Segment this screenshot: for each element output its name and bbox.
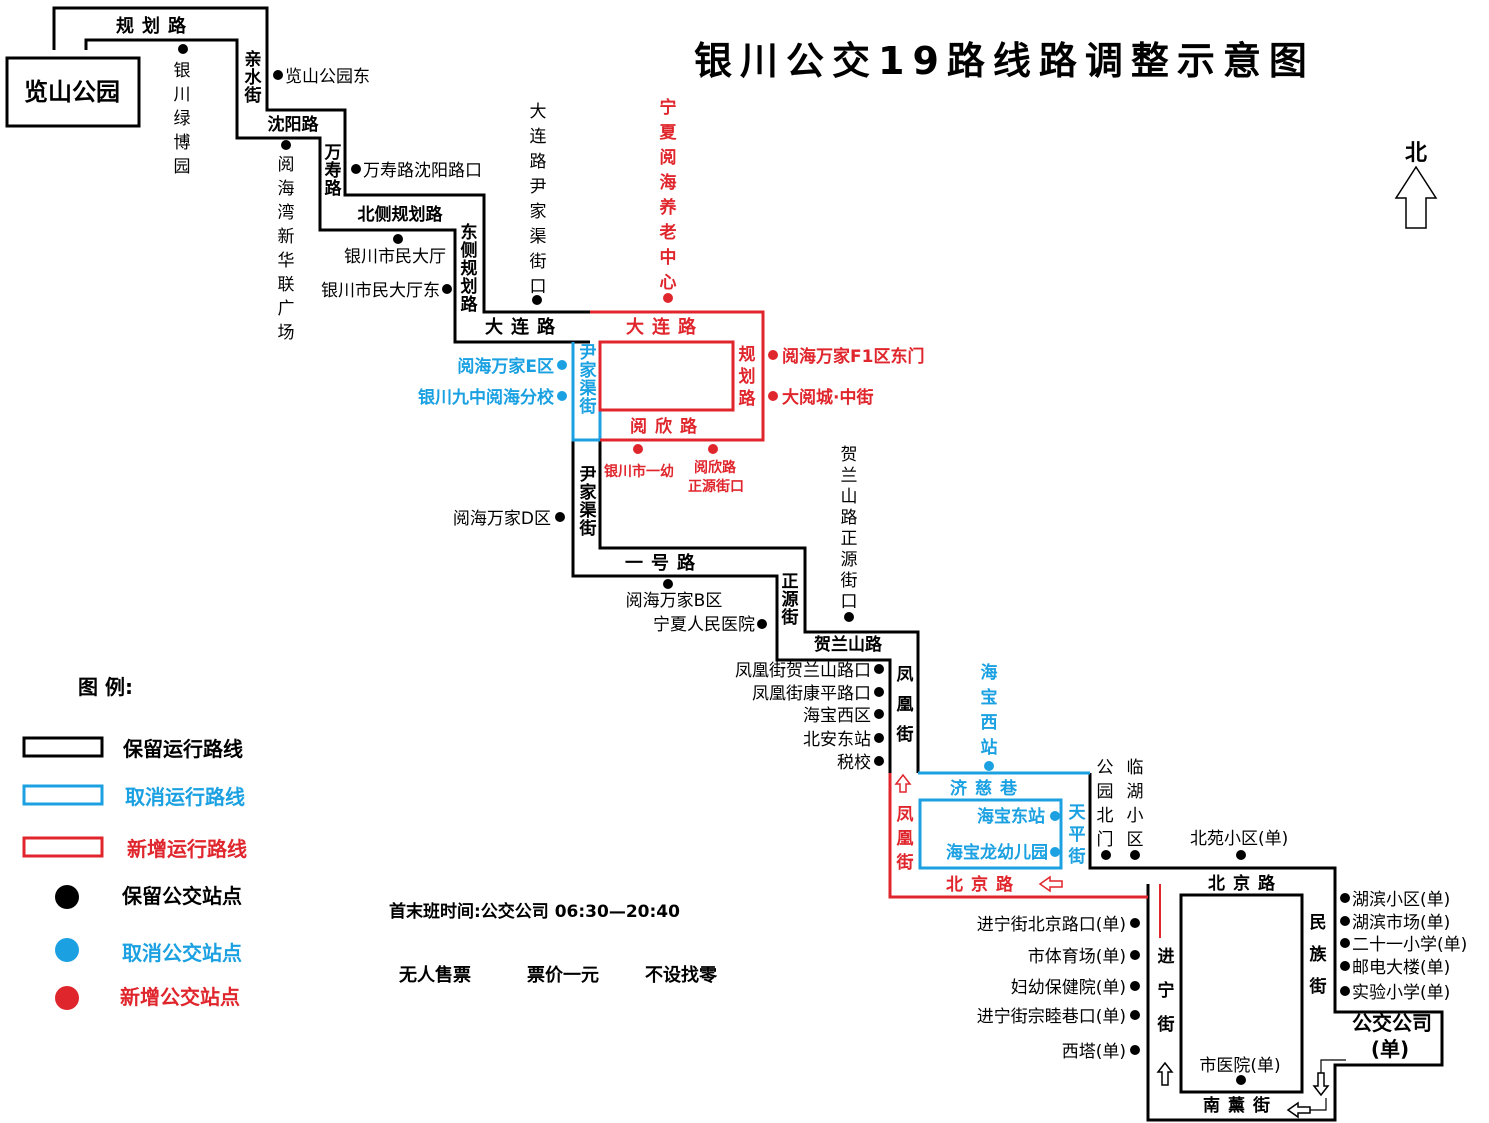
north-arrow-icon [1394, 165, 1438, 229]
street-tianping: 天平街 [1068, 803, 1087, 867]
street-guihua: 规划路 [116, 15, 194, 37]
arrow-up-black-icon [1156, 1061, 1174, 1086]
stop-haibao-west-station: 海宝西站 [981, 662, 998, 758]
direction-arrows [894, 773, 1346, 1119]
street-jici: 济慈巷 [950, 778, 1025, 799]
stop-haibao-west-district: 海宝西区 [803, 706, 871, 726]
stop-beiyuan-community: 北苑小区(单) [1190, 829, 1288, 849]
legend-added-stop: 新增公交站点 [120, 985, 240, 1009]
map-labels: 银川公交19路线路调整示意图北览山公园公交公司(单)规划路亲水街沈阳路万寿路北侧… [24, 15, 1467, 1116]
page-title: 银川公交19路线路调整示意图 [694, 39, 1315, 83]
stop-jinning-zongmu: 进宁街宗睦巷口(单) [977, 1007, 1126, 1027]
arrow-up-red-icon [894, 773, 912, 793]
stop-city-hospital: 市医院(单) [1199, 1056, 1280, 1076]
stop-helanshan-zhengyuan: 贺兰山路正源街口 [841, 445, 858, 612]
stop-linhu-community: 临湖小区 [1127, 758, 1144, 850]
ticket-info-unmanned: 无人售票 [399, 964, 471, 986]
arrow-left-red-icon [1038, 875, 1063, 893]
stop-jinning-beijing: 进宁街北京路口(单) [977, 915, 1126, 935]
street-jinning: 进宁街 [1157, 947, 1175, 1035]
added-stop-dots [633, 293, 778, 454]
kept-route-lines [52, 6, 1444, 1122]
stop-yinchuan-lvboyuan: 银川绿博园 [174, 61, 191, 177]
stop-park-north-gate: 公园北门 [1097, 758, 1114, 850]
street-qinshui: 亲水街 [244, 49, 263, 106]
street-shenyang: 沈阳路 [268, 114, 320, 135]
stop-fenghuang-kangping: 凤凰街康平路口 [752, 684, 871, 704]
street-dongce: 东侧规划路 [461, 222, 479, 315]
legend-kept-stop: 保留公交站点 [121, 884, 242, 908]
ticket-info-no-change: 不设找零 [645, 964, 718, 986]
street-guihua-red: 规划路 [739, 345, 757, 409]
stop-dayuecheng: 大阅城·中街 [782, 387, 873, 408]
street-yinjia-black: 尹家渠街 [579, 465, 598, 539]
street-zhengyuan: 正源街 [781, 572, 799, 628]
stop-beian-east: 北安东站 [803, 730, 871, 750]
schedule-info: 首末班时间:公交公司 06:30—20:40 [389, 901, 680, 922]
legend-cancelled-route: 取消运行路线 [125, 785, 245, 809]
terminal-bus-company: 公交公司 [1352, 1011, 1432, 1035]
terminal-lanshan-park: 览山公园 [24, 78, 120, 106]
stop-yuehai-wanjia-f1: 阅海万家F1区东门 [782, 346, 924, 367]
street-beijing-black: 北京路 [1208, 873, 1283, 894]
stop-hubin-market: 湖滨市场(单) [1352, 913, 1450, 933]
stop-haibao-east-station: 海宝东站 [977, 806, 1045, 827]
street-beice: 北侧规划路 [358, 204, 444, 225]
legend-added-route: 新增运行路线 [127, 837, 247, 861]
legend-title: 图 例: [78, 675, 133, 699]
stop-city-stadium: 市体育场(单) [1028, 947, 1126, 967]
cancelled-stop-dots [557, 360, 1060, 857]
stop-dalian-yinjiaqu: 大连路尹家渠街口 [530, 102, 547, 297]
street-dalian-black: 大连路 [485, 316, 563, 338]
lanshan-park-box [5, 56, 141, 128]
stop-lanshan-park-east: 览山公园东 [285, 67, 370, 87]
stop-no9-school: 银川九中阅海分校 [418, 387, 555, 408]
street-wanshou: 万寿路 [324, 143, 343, 199]
stop-hubin-community: 湖滨小区(单) [1352, 890, 1450, 910]
legend-cancelled-stop: 取消公交站点 [122, 941, 242, 965]
stop-citizen-hall: 银川市民大厅 [344, 247, 446, 267]
street-dalian-red: 大连路 [626, 316, 704, 338]
stop-yuehai-elderly-center: 宁夏阅海养老中心 [659, 97, 678, 293]
stop-fenghuang-helanshan: 凤凰街贺兰山路口 [735, 661, 871, 681]
legend-graphics [22, 736, 104, 1010]
terminal-bus-company-note: (单) [1371, 1037, 1409, 1061]
street-yuexin: 阅欣路 [630, 416, 705, 437]
stop-citizen-hall-east: 银川市民大厅东 [321, 281, 440, 301]
stop-shuixiao: 税校 [837, 753, 871, 773]
street-fenghuang-red: 凤凰街 [896, 805, 914, 873]
street-beijing-red: 北京路 [946, 874, 1021, 895]
kept-stop-dots [178, 44, 1350, 1085]
stop-haibao-kindergarten: 海宝龙幼儿园 [946, 842, 1048, 863]
legend-kept-route: 保留运行路线 [122, 737, 243, 761]
stop-yuehai-wanjia-d: 阅海万家D区 [453, 509, 551, 529]
added-route-lines [590, 310, 1161, 938]
stop-yuexin-zhengyuan: 阅欣路正源街口 [688, 459, 744, 495]
street-yinjia-blue: 尹家渠街 [579, 343, 598, 417]
stop-post-building: 邮电大楼(单) [1352, 958, 1450, 978]
street-yihao: 一号路 [625, 552, 703, 574]
stop-wanshou-shenyang: 万寿路沈阳路口 [363, 161, 482, 181]
stop-maternal-hospital: 妇幼保健院(单) [1011, 978, 1126, 998]
arrow-down-black-icon [1312, 1072, 1330, 1097]
stop-yinchuan-no1-kindergarten: 银川市一幼 [604, 463, 674, 480]
stop-yuehai-wanjia-e: 阅海万家E区 [457, 356, 554, 377]
stop-xita: 西塔(单) [1062, 1042, 1126, 1062]
stop-yuehai-wanjia-b: 阅海万家B区 [626, 591, 723, 611]
north-label: 北 [1405, 141, 1427, 166]
street-nanxun: 南薰街 [1203, 1095, 1278, 1116]
stop-experimental-school: 实验小学(单) [1352, 983, 1450, 1003]
stop-no21-school: 二十一小学(单) [1352, 935, 1467, 955]
street-helanshan: 贺兰山路 [813, 634, 883, 655]
street-fenghuang-black: 凤凰街 [896, 665, 914, 745]
street-minzu: 民族街 [1309, 913, 1328, 997]
stop-ningxia-hospital: 宁夏人民医院 [653, 615, 755, 635]
arrow-left-black-icon [1286, 1101, 1311, 1119]
ticket-info-fare: 票价一元 [527, 965, 599, 986]
stop-yuehaiwan-xinhualian: 阅海湾新华联广场 [278, 155, 295, 343]
